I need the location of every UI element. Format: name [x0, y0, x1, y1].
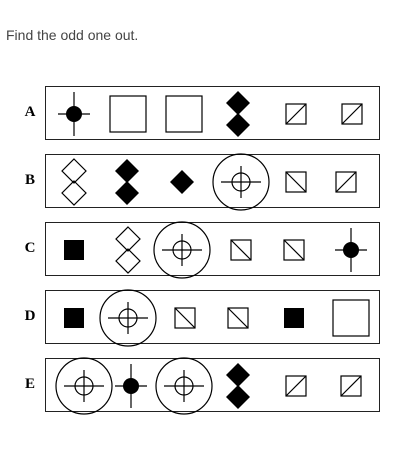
diamond-pair-outline-figure [61, 158, 87, 206]
square-small-solid-figure [64, 240, 84, 260]
square-slash-figure [285, 103, 307, 125]
circle-target-figure [99, 289, 157, 347]
row-label-c: C [24, 240, 36, 256]
square-slash-figure [285, 375, 307, 397]
row-box-c[interactable] [45, 221, 380, 279]
row-box-e[interactable] [45, 357, 380, 415]
row-figures-b [61, 153, 357, 211]
question-text: Find the odd one out. [6, 27, 139, 43]
cross-dot-figure [335, 228, 367, 272]
square-slash-figure [340, 375, 362, 397]
circle-target-figure [212, 153, 270, 211]
square-backslash-figure [174, 307, 196, 329]
square-backslash-figure [283, 239, 305, 261]
square-slash-figure [341, 103, 363, 125]
square-figure [165, 95, 203, 133]
circle-target-figure [155, 357, 213, 415]
square-backslash-figure [285, 171, 307, 193]
row-box-a[interactable] [45, 86, 380, 140]
square-figure [109, 95, 147, 133]
square-small-solid-figure [64, 308, 84, 328]
row-label-e: E [24, 376, 35, 392]
row-box-d[interactable] [45, 289, 380, 347]
square-backslash-figure [227, 307, 249, 329]
row-figures-e [55, 357, 362, 415]
row-figures-d [64, 289, 370, 347]
square-backslash-figure [230, 239, 252, 261]
square-slash-figure [335, 171, 357, 193]
diamond-pair-solid-figure [226, 91, 250, 137]
cross-dot-figure [115, 364, 147, 408]
diamond-pair-solid-figure [115, 159, 139, 205]
circle-target-figure [153, 221, 211, 279]
row-figures-a [58, 91, 363, 137]
row-label-d: D [24, 308, 36, 324]
row-label-b: B [24, 172, 35, 188]
diamond-small-solid-figure [170, 170, 194, 194]
diamond-pair-outline-figure [115, 226, 141, 274]
row-figures-c [64, 221, 367, 279]
circle-target-figure [55, 357, 113, 415]
cross-dot-figure [58, 92, 90, 136]
diamond-pair-solid-figure [226, 363, 250, 409]
square-figure [332, 299, 370, 337]
square-small-solid-figure [284, 308, 304, 328]
row-label-a: A [24, 104, 36, 120]
row-box-b[interactable] [45, 153, 380, 211]
